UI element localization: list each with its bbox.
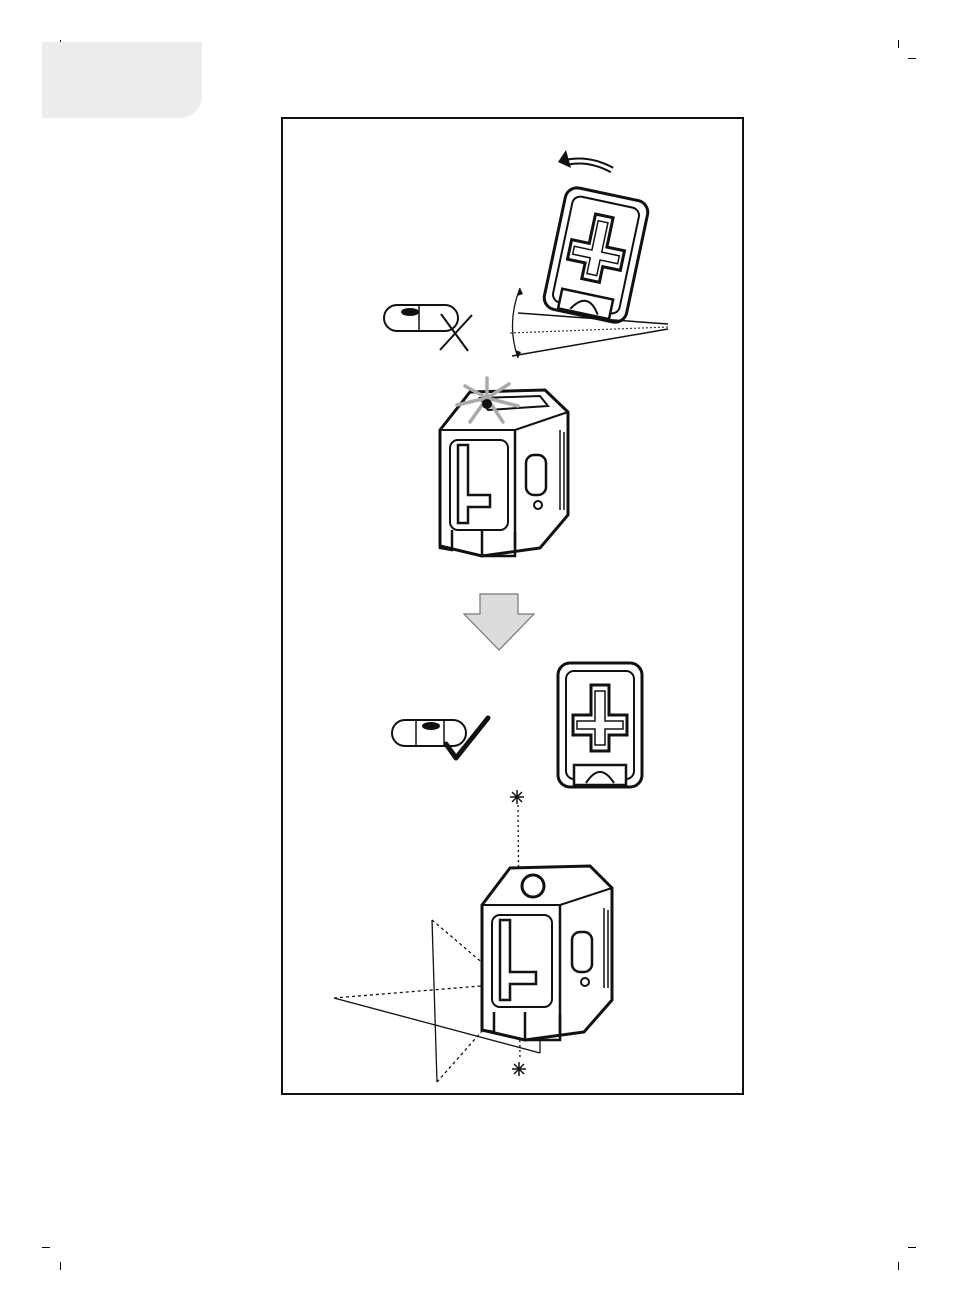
indicator-led [482, 399, 492, 409]
level-vial-centered [392, 720, 466, 746]
laser-dot-icon [512, 1062, 526, 1076]
rotate-arrow-icon [558, 150, 612, 170]
laser-dot-icon [510, 790, 524, 804]
level-vial-tilted [384, 305, 458, 331]
laser-level-device-icon [440, 390, 568, 556]
projecting-device-icon [482, 866, 612, 1040]
down-arrow-icon [464, 594, 534, 650]
tilted-device-icon [542, 186, 650, 325]
level-device-icon [558, 663, 642, 787]
